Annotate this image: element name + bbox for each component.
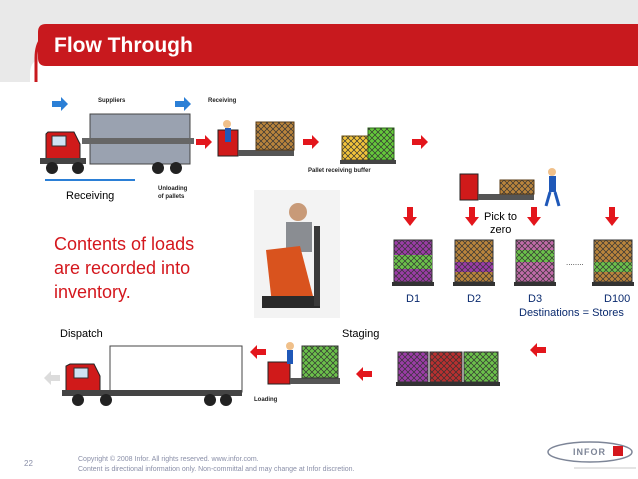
dispatch-truck-icon — [62, 345, 243, 406]
red-arrow-icon — [412, 135, 428, 149]
red-arrow-icon — [196, 135, 212, 149]
destination-d100-label: D100 — [604, 293, 631, 305]
red-down-arrow-icon — [527, 207, 541, 226]
staging-pallets-icon — [396, 351, 500, 386]
red-arrow-icon — [303, 135, 319, 149]
destination-d1-label: D1 — [406, 293, 421, 305]
suppliers-label: Suppliers — [98, 98, 126, 104]
destination-d2-pallet-icon — [453, 239, 495, 286]
destination-d2-label: D2 — [467, 293, 482, 305]
supplier-truck-icon — [40, 113, 194, 181]
footer-text: Copyright © 2008 Infor. All rights reser… — [78, 455, 355, 475]
destination-d3-pallet-icon — [514, 239, 556, 286]
contents-note-line2: are recorded into — [54, 258, 191, 278]
unloading-label-line2: of pallets — [158, 194, 185, 200]
destinations-stores-label: Destinations = Stores — [519, 307, 624, 319]
red-down-arrow-icon — [605, 207, 619, 226]
pallet-buffer-icon — [340, 127, 396, 164]
destination-d3-label: D3 — [528, 293, 543, 305]
pick-to-zero-line2: zero — [490, 224, 512, 236]
title-bar: Flow Through — [0, 0, 638, 82]
pallet-icon — [255, 121, 295, 151]
loading-forklift-icon — [267, 342, 340, 385]
picking-forklift-icon — [459, 168, 561, 207]
footer-disclaimer: Content is directional information only.… — [78, 466, 355, 473]
infor-logo-icon — [547, 441, 633, 463]
red-down-arrow-icon — [403, 207, 417, 226]
unloading-label-line1: Unloading — [158, 186, 188, 192]
receiving-label: Receiving — [66, 190, 115, 202]
destination-d1-pallet-icon — [392, 239, 434, 286]
loading-label: Loading — [254, 397, 278, 403]
infor-logo-text: INFOR — [573, 447, 606, 457]
receiving-top-label: Receiving — [208, 98, 237, 104]
forklift-worker-icon — [217, 120, 294, 157]
forklift-operator-photo — [254, 190, 340, 318]
destination-d100-pallet-icon — [592, 239, 634, 286]
staging-label: Staging — [342, 328, 380, 340]
contents-note-line3: inventory. — [54, 282, 131, 302]
slide-title: Flow Through — [54, 34, 193, 57]
page-number: 22 — [24, 459, 33, 468]
title-bar-shape — [0, 0, 638, 82]
dispatch-label: Dispatch — [60, 328, 103, 340]
pallet-buffer-label: Pallet receiving buffer — [308, 168, 371, 174]
ellipsis-label: ........ — [566, 258, 584, 267]
red-down-arrow-icon — [465, 207, 479, 226]
red-left-arrow-icon — [530, 343, 546, 357]
blue-arrow-icon — [52, 97, 68, 111]
contents-note-line1: Contents of loads — [54, 234, 195, 254]
footer-copyright: Copyright © 2008 Infor. All rights reser… — [78, 456, 259, 463]
blue-left-arrow-icon — [44, 371, 60, 385]
red-left-arrow-icon — [356, 367, 372, 381]
pick-to-zero-line1: Pick to — [484, 211, 518, 223]
blue-arrow-icon — [175, 97, 191, 111]
red-left-arrow-icon — [250, 345, 266, 359]
